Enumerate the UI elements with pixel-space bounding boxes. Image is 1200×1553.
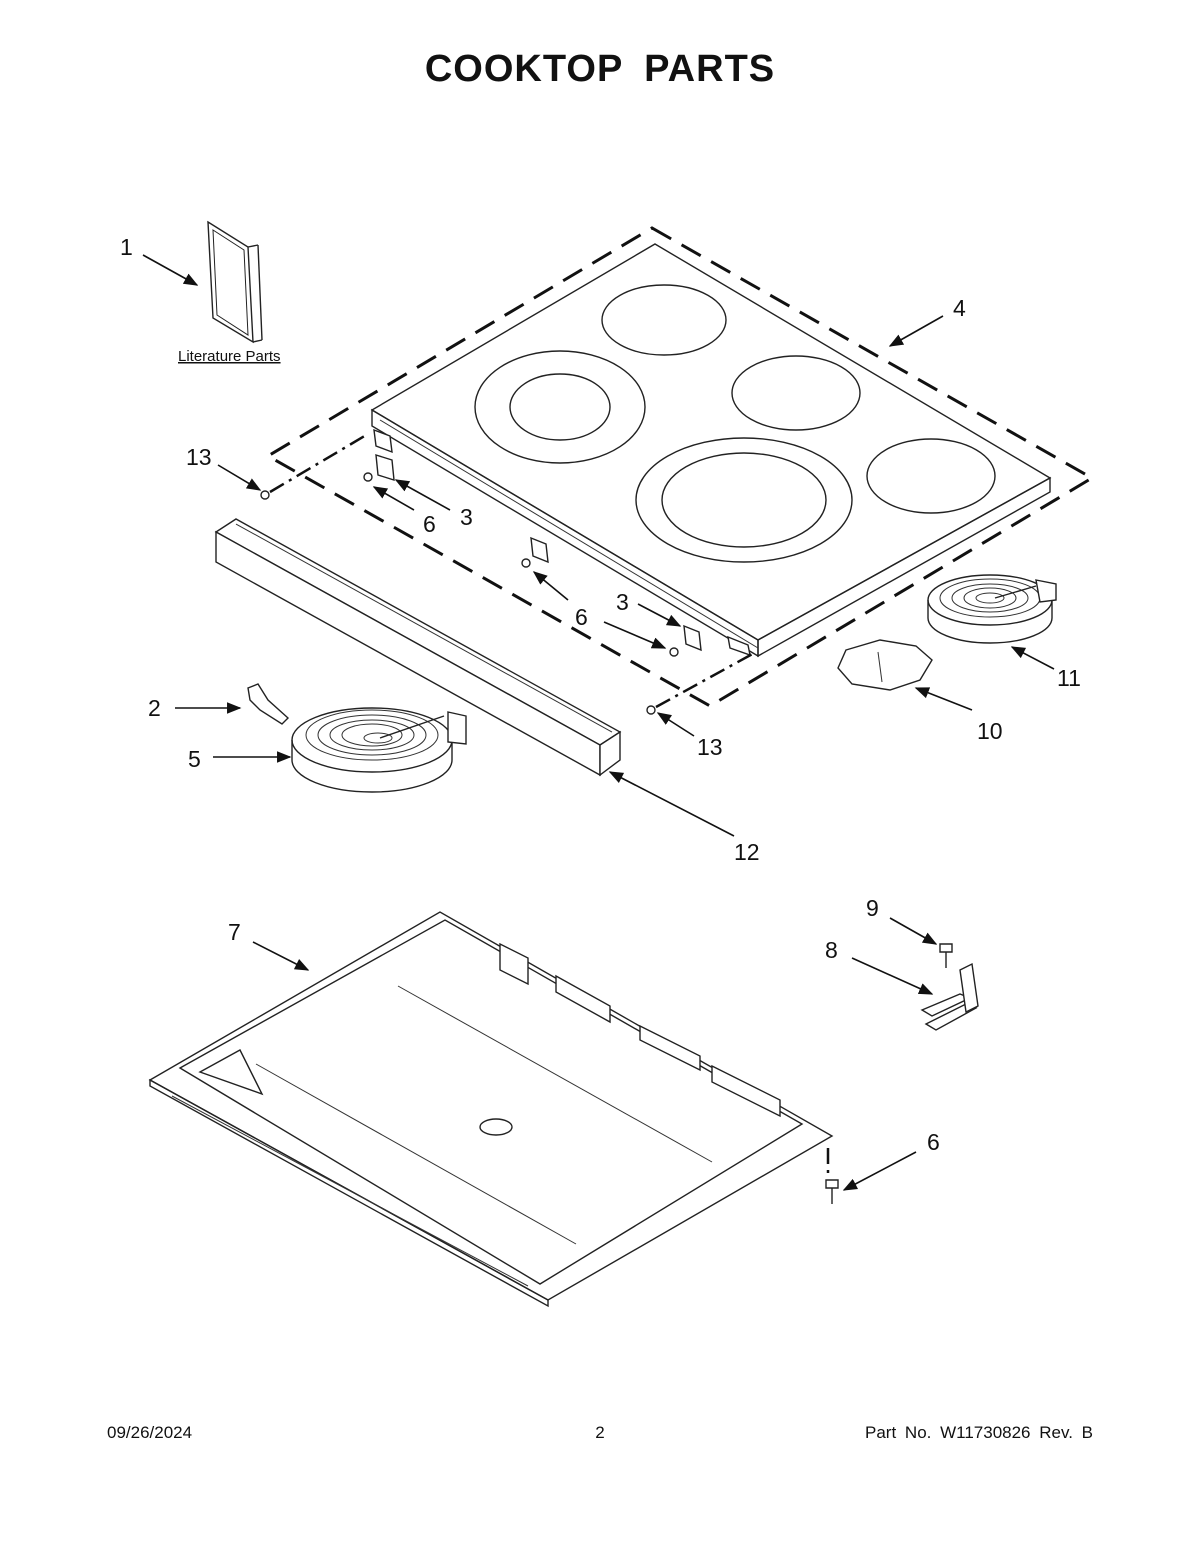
callout-9: 9 [866,895,879,921]
burner-ring-center-outer [635,437,853,563]
callout-8: 8 [825,937,838,963]
burner-ring-front-left-inner [509,373,611,441]
leader-4 [888,315,944,347]
bracket-left[interactable] [373,428,395,481]
screw-6-bottom[interactable] [825,1148,839,1204]
surface-element-5[interactable] [291,707,467,793]
leader-8 [851,957,934,995]
page-title: COOKTOP PARTS [424,48,776,90]
leader-9 [889,917,938,945]
burner-ring-rear-left [601,284,727,356]
callout-6b: 6 [575,604,588,630]
callout-3b: 3 [616,589,629,615]
callout-6c: 6 [927,1129,940,1155]
callout-1: 1 [120,234,133,260]
literature-booklet[interactable] [207,220,263,344]
cooktop-glass[interactable] [370,243,1052,658]
screw-alignment-right [655,650,757,709]
leader-3b [637,603,682,627]
surface-element-11[interactable] [927,574,1057,644]
leader-6a [372,486,415,511]
callout-2: 2 [148,695,161,721]
screw-top-right[interactable] [669,647,679,657]
burner-ring-front-left-outer [474,350,646,464]
callout-11: 11 [1057,665,1081,691]
bracket-middle[interactable] [530,536,549,564]
leader-6b [532,571,569,601]
leader-3a [394,479,451,511]
screw-alignment-left [269,432,369,494]
leader-11 [1010,646,1055,670]
footer-part-number: Part No. W11730826 Rev. B [865,1423,1093,1442]
cooktop-assembly-outline [265,226,1095,708]
callout-10: 10 [977,718,1003,744]
burner-ring-front-right [866,438,996,514]
leader-6d [842,1151,917,1191]
leader-7 [252,941,310,971]
element-clip[interactable] [247,683,290,725]
mount-bracket-8[interactable] [920,962,979,1031]
screw-top-left[interactable] [363,472,373,482]
callout-5: 5 [188,746,201,772]
leader-6c [603,621,667,649]
callout-12: 12 [734,839,760,865]
screw-top-middle[interactable] [521,558,531,568]
insulation-disc[interactable] [837,639,933,691]
leader-13a [217,464,262,491]
screw-13-right[interactable] [646,705,656,715]
cooktop-support-frame[interactable] [148,911,834,1308]
callout-13b: 13 [697,734,723,760]
burner-ring-center-inner [661,452,827,548]
leader-10 [914,687,973,711]
footer-date: 09/26/2024 [107,1423,193,1442]
leader-12 [608,771,735,837]
screw-13-left[interactable] [260,490,270,500]
burner-ring-rear-right [731,355,861,431]
callout-4: 4 [953,295,966,321]
callout-7: 7 [228,919,241,945]
callout-3a: 3 [460,504,473,530]
bracket-right[interactable] [683,624,751,657]
leader-13b [656,712,695,737]
literature-parts-label: Literature Parts [178,348,281,365]
callout-6a: 6 [423,511,436,537]
footer-page-number: 2 [595,1423,605,1442]
front-trim-bar[interactable] [214,518,622,777]
callout-13a: 13 [186,444,212,470]
screw-9[interactable] [939,943,953,968]
leader-1 [142,254,199,286]
